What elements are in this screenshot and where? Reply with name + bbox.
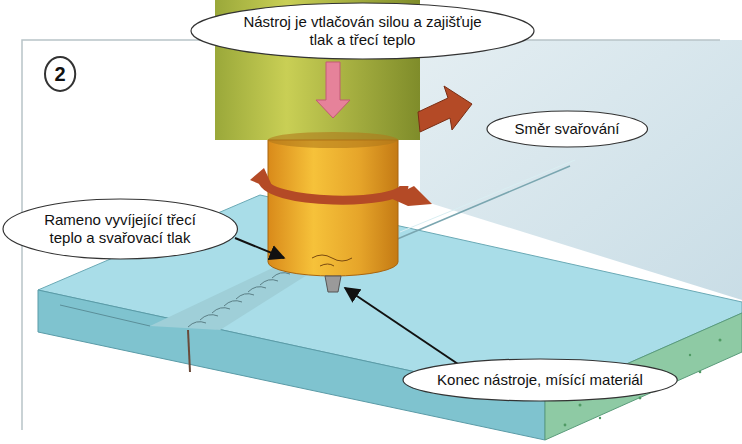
ellipse bbox=[3, 199, 237, 259]
callout-ellipse: Rameno vyvíjející třecí teplo a svařovac… bbox=[2, 198, 238, 260]
rotation-head-right bbox=[390, 186, 432, 206]
callout-ellipse: Směr svařování bbox=[486, 110, 649, 148]
seam-front bbox=[188, 330, 190, 372]
shoulder-marks bbox=[312, 255, 352, 266]
force-arrow bbox=[316, 62, 350, 118]
leader-shoulder bbox=[235, 238, 284, 258]
ellipse bbox=[403, 359, 677, 401]
direction-arrow bbox=[418, 86, 472, 132]
callout-text: Rameno vyvíjející třecí teplo a svařovac… bbox=[32, 211, 207, 247]
callout-text: 2 bbox=[45, 63, 74, 85]
callout-text: Nástroj je vtlačován silou a zajišťuje t… bbox=[235, 13, 490, 49]
callout-ellipse: Konec nástroje, mísící materiál bbox=[402, 358, 678, 402]
front-edge-line bbox=[60, 305, 150, 326]
callout-ellipse: Nástroj je vtlačován silou a zajišťuje t… bbox=[190, 2, 535, 60]
tool-pin bbox=[325, 276, 341, 292]
circle bbox=[45, 57, 75, 91]
callout-text: Konec nástroje, mísící materiál bbox=[430, 371, 651, 389]
weld-ripples bbox=[188, 273, 290, 327]
callout-text: Směr svařování bbox=[502, 120, 632, 138]
rotation-head-left bbox=[250, 168, 274, 190]
callout-number: 2 bbox=[44, 56, 76, 92]
ellipse bbox=[487, 111, 648, 147]
ellipse bbox=[191, 3, 534, 59]
rotation-band bbox=[262, 178, 404, 200]
tool-shoulder bbox=[268, 140, 398, 276]
joint-line-highlight bbox=[400, 160, 575, 232]
leader-pin bbox=[345, 288, 458, 364]
tool-step bbox=[268, 132, 398, 148]
